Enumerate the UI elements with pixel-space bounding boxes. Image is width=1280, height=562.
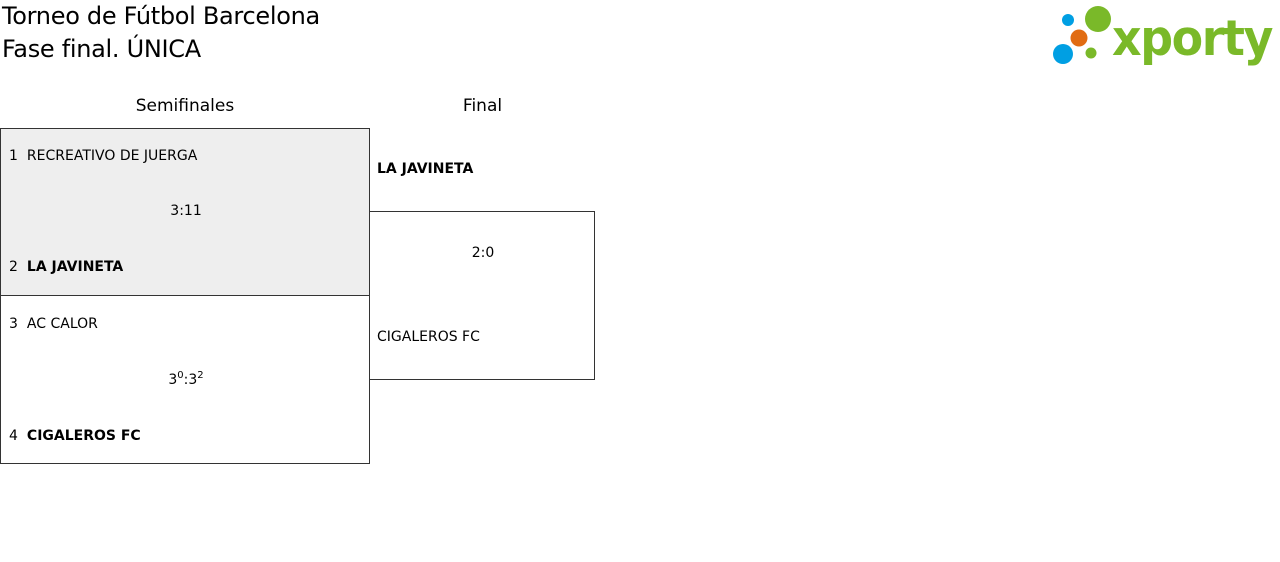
logo-dot-green-small — [1085, 47, 1097, 59]
logo-wordmark: xporty — [1112, 10, 1273, 67]
round-label-final: Final — [462, 96, 503, 116]
team-row: 2 LA JAVINETA — [9, 259, 123, 275]
team-seed: 4 — [9, 428, 18, 444]
match-score: 3:11 — [170, 203, 202, 219]
team-seed: 3 — [9, 316, 18, 332]
match-score: 30:32 — [168, 370, 204, 389]
tournament-title: Torneo de Fútbol Barcelona — [2, 2, 320, 30]
final-away-team: CIGALEROS FC — [377, 329, 480, 345]
semifinal-match-1[interactable]: 1 RECREATIVO DE JUERGA 3:11 2 LA JAVINETA — [0, 128, 370, 296]
team-name: RECREATIVO DE JUERGA — [26, 148, 198, 164]
team-name: LA JAVINETA — [26, 259, 124, 275]
team-name: AC CALOR — [26, 316, 98, 332]
logo-dot-green-large — [1085, 6, 1111, 32]
final-home-team: LA JAVINETA — [377, 161, 474, 177]
team-row: 4 CIGALEROS FC — [9, 428, 141, 444]
team-name: CIGALEROS FC — [26, 428, 141, 444]
logo-dot-orange — [1070, 29, 1088, 47]
team-seed: 2 — [9, 259, 18, 275]
final-score: 2:0 — [471, 245, 495, 261]
team-row: 1 RECREATIVO DE JUERGA — [9, 148, 197, 164]
final-match[interactable]: 2:0 CIGALEROS FC — [369, 211, 595, 380]
team-seed: 1 — [9, 148, 18, 164]
round-label-semifinals: Semifinales — [135, 96, 235, 116]
xporty-logo: xporty — [1053, 6, 1275, 67]
phase-title: Fase final. ÚNICA — [2, 35, 201, 63]
logo-dot-blue-large — [1053, 44, 1073, 64]
team-row: 3 AC CALOR — [9, 316, 98, 332]
logo-dot-blue-small — [1062, 14, 1074, 26]
semifinal-match-2[interactable]: 3 AC CALOR 30:32 4 CIGALEROS FC — [0, 295, 370, 464]
